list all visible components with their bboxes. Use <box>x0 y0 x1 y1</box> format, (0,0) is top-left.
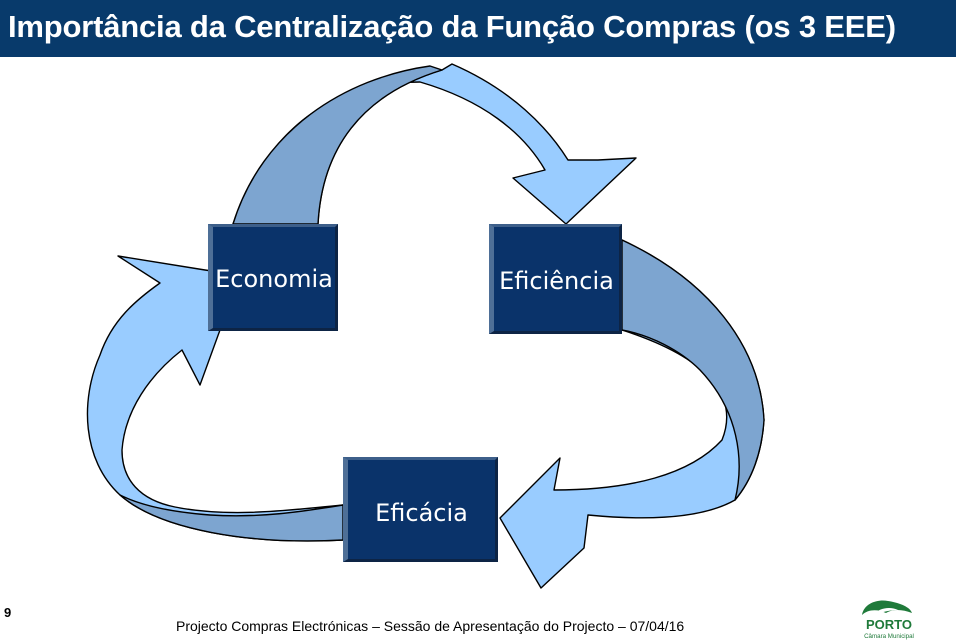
porto-logo: PORTO Câmara Municipal <box>862 600 914 640</box>
page-number: 9 <box>4 605 12 620</box>
arrow-shade-right <box>621 239 765 501</box>
logo-text: PORTO <box>866 617 912 632</box>
node-economia-label: Economia <box>215 265 333 293</box>
node-eficacia-label: Eficácia <box>375 499 468 527</box>
arrow-shade-left <box>119 494 344 542</box>
title-bar: Importância da Centralização da Função C… <box>0 0 956 57</box>
logo-emblem-icon <box>862 600 912 615</box>
arrow-shade-top <box>232 65 443 225</box>
node-eficiencia-label: Eficiência <box>499 267 614 295</box>
footer-text: Projecto Compras Electrónicas – Sessão d… <box>176 618 685 634</box>
slide-title: Importância da Centralização da Função C… <box>8 9 896 44</box>
node-eficacia: Eficácia <box>343 457 498 562</box>
node-eficiencia: Eficiência <box>489 224 622 334</box>
node-economia: Economia <box>208 224 338 331</box>
logo-subtext: Câmara Municipal <box>864 633 914 640</box>
